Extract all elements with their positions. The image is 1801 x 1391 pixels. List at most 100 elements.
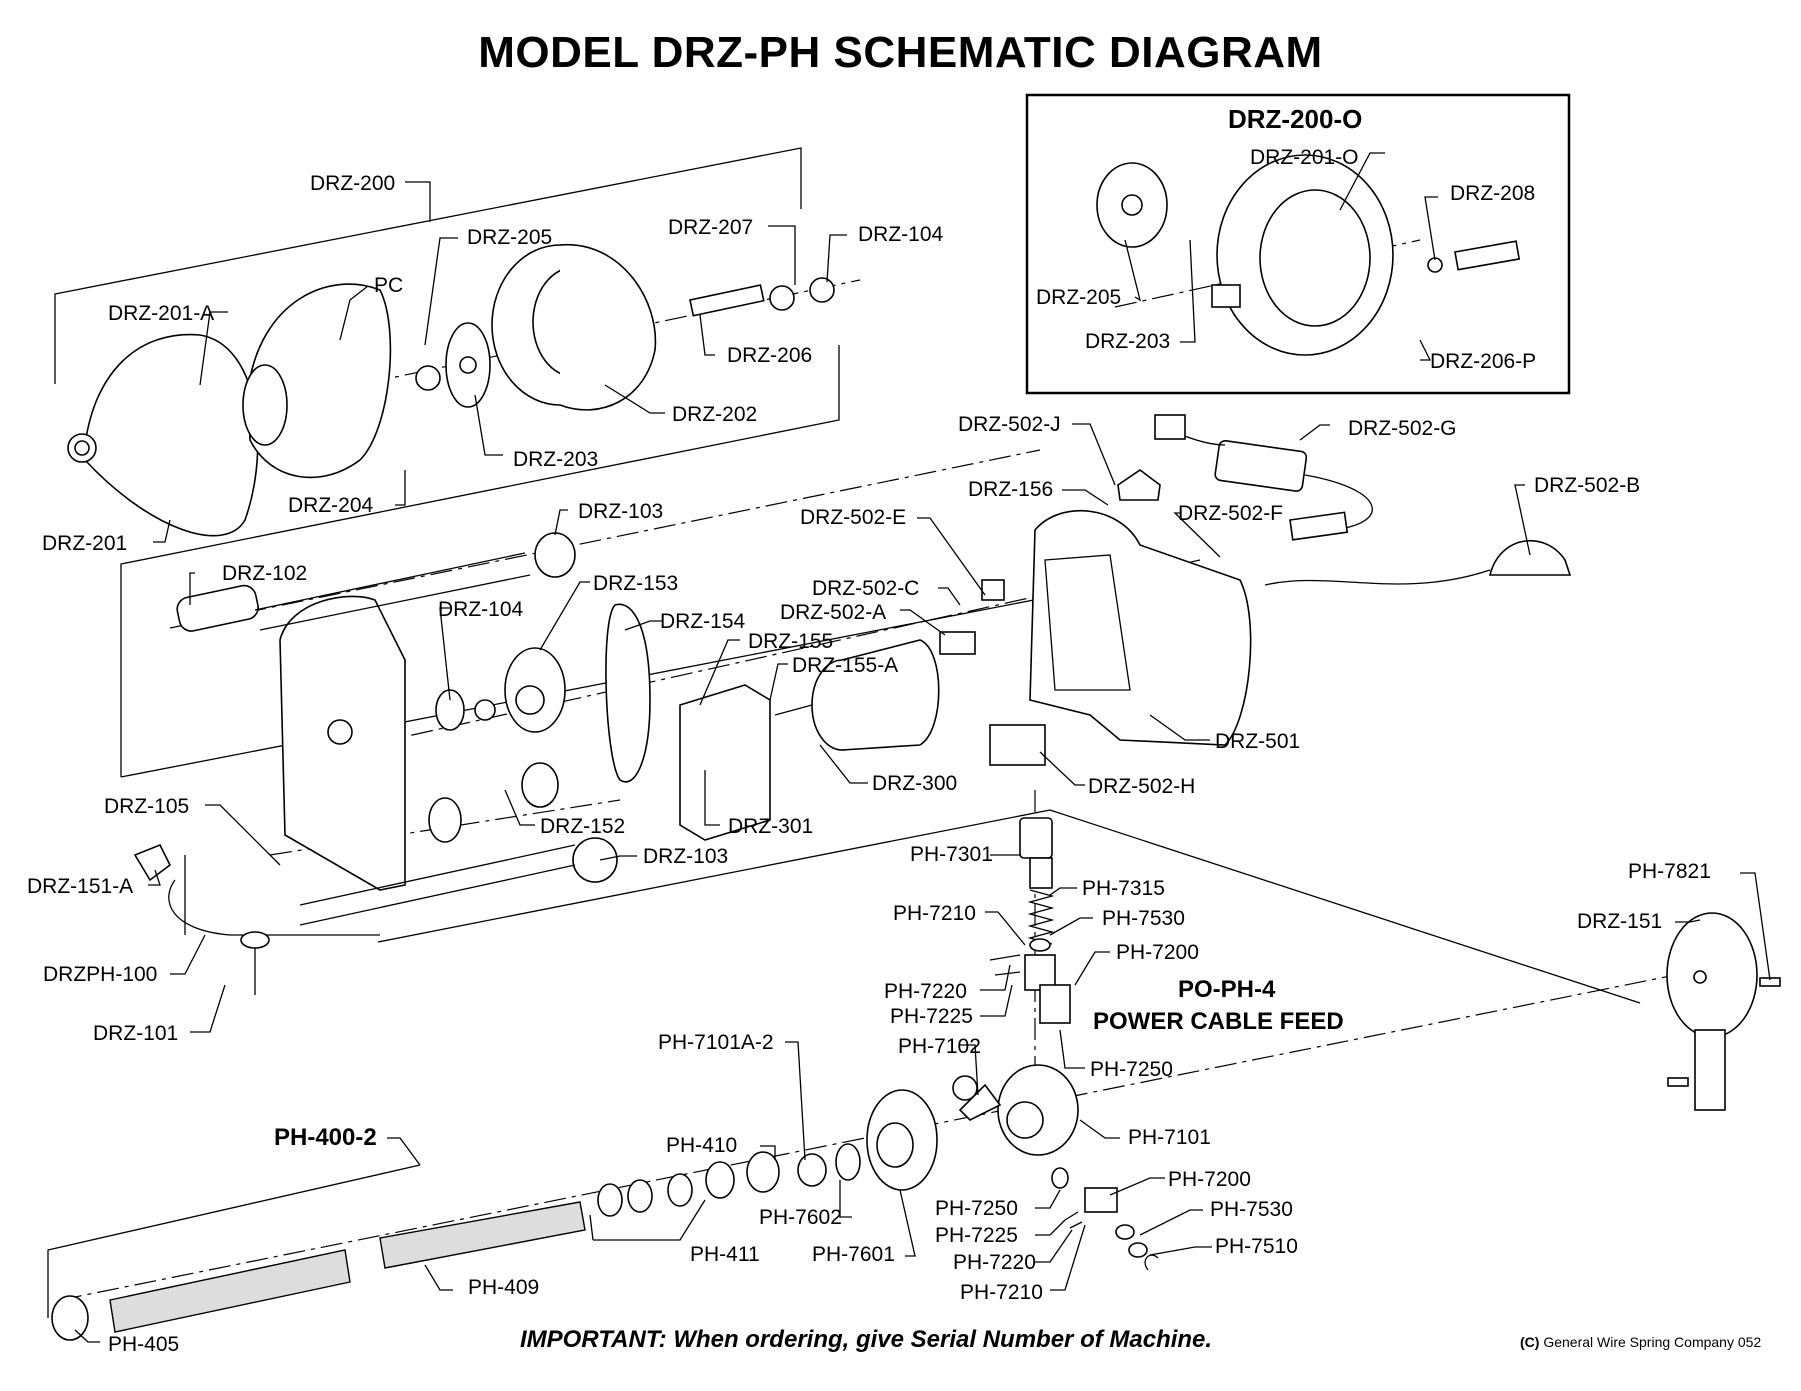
label-drz-203: DRZ-203 bbox=[513, 448, 599, 471]
copyright-text: General Wire Spring Company 052 bbox=[1543, 1334, 1762, 1350]
label-ph-7250-top: PH-7250 bbox=[1090, 1058, 1173, 1081]
label-drz-103-top: DRZ-103 bbox=[578, 500, 664, 523]
label-drz-502-a: DRZ-502-A bbox=[780, 601, 887, 624]
pc-cover bbox=[247, 283, 392, 479]
label-drz-102: DRZ-102 bbox=[222, 562, 308, 585]
drz-202-rim bbox=[559, 244, 657, 411]
label-drz-201-a: DRZ-201-A bbox=[108, 302, 215, 325]
label-ph-7601: PH-7601 bbox=[812, 1243, 895, 1266]
feed-title-2: POWER CABLE FEED bbox=[1093, 1008, 1344, 1035]
drz-102-handle bbox=[176, 584, 259, 632]
drz-300-motor-body bbox=[841, 639, 940, 751]
drz-502-a bbox=[939, 631, 976, 655]
drzph-100-frame bbox=[168, 879, 380, 936]
label-drz-153: DRZ-153 bbox=[593, 572, 679, 595]
label-ph-409: PH-409 bbox=[468, 1276, 540, 1299]
drz-103-cap-lower bbox=[572, 837, 618, 883]
label-ph-7225-lower: PH-7225 bbox=[935, 1224, 1018, 1247]
ph-7315-spring bbox=[1027, 889, 1055, 945]
ph-410-collar bbox=[746, 1151, 780, 1193]
inset-title: DRZ-200-O bbox=[1228, 104, 1363, 134]
drz-206-shaft bbox=[689, 284, 765, 317]
label-ph-7510: PH-7510 bbox=[1215, 1235, 1298, 1258]
inset-box bbox=[1025, 93, 1571, 395]
label-inset-drz-205: DRZ-205 bbox=[1036, 286, 1122, 309]
drz-200-o-hub bbox=[1211, 284, 1241, 308]
label-drz-502-j: DRZ-502-J bbox=[958, 413, 1061, 436]
label-drz-300: DRZ-300 bbox=[872, 772, 958, 795]
drz-104-bushing bbox=[809, 277, 835, 303]
ph-7530-lower bbox=[1115, 1224, 1135, 1240]
label-drz-206-p: DRZ-206-P bbox=[1430, 350, 1537, 373]
label-pc: PC bbox=[374, 274, 404, 297]
copyright-notice: (C) General Wire Spring Company 052 bbox=[1520, 1334, 1761, 1350]
label-ph-7530-top: PH-7530 bbox=[1102, 907, 1185, 930]
ph-7602-ring bbox=[835, 1143, 861, 1181]
label-drz-151-a: DRZ-151-A bbox=[27, 875, 134, 898]
leader-lines bbox=[74, 152, 1771, 1343]
drz-208-washer bbox=[1427, 257, 1443, 273]
label-drz-105: DRZ-105 bbox=[104, 795, 190, 818]
label-ph-7225-top: PH-7225 bbox=[890, 1005, 973, 1028]
page-title: MODEL DRZ-PH SCHEMATIC DIAGRAM bbox=[478, 28, 1323, 77]
label-ph-7210-lower: PH-7210 bbox=[960, 1281, 1043, 1304]
drz-151-plate bbox=[1666, 912, 1758, 1038]
label-ph-7821: PH-7821 bbox=[1628, 860, 1711, 883]
label-ph-7315: PH-7315 bbox=[1082, 877, 1165, 900]
label-ph-7220-top: PH-7220 bbox=[884, 980, 967, 1003]
drz-103-cap bbox=[534, 532, 576, 578]
drz-151-handle bbox=[1694, 1029, 1726, 1111]
drz-502-g-plug bbox=[1154, 414, 1186, 440]
ph-7821-bolt-2 bbox=[1667, 1077, 1689, 1087]
label-drz-501: DRZ-501 bbox=[1215, 730, 1301, 753]
label-drzph-100: DRZPH-100 bbox=[43, 963, 158, 986]
drz-501-housing bbox=[1029, 509, 1252, 746]
label-drz-204: DRZ-204 bbox=[288, 494, 374, 517]
label-drz-152: DRZ-152 bbox=[540, 815, 626, 838]
middle-outline bbox=[377, 809, 1641, 1004]
drz-502-b-pedal bbox=[1488, 539, 1572, 576]
label-ph-411: PH-411 bbox=[690, 1243, 760, 1266]
label-drz-202: DRZ-202 bbox=[672, 403, 758, 426]
pc-opening bbox=[242, 364, 288, 446]
ph-7200-lower-block bbox=[1084, 1187, 1118, 1213]
label-drz-154: DRZ-154 bbox=[660, 610, 746, 633]
ph-7250-lower bbox=[1051, 1167, 1069, 1189]
ph-7101a-2 bbox=[797, 1153, 827, 1187]
label-drz-104: DRZ-104 bbox=[858, 223, 944, 246]
label-inset-drz-203: DRZ-203 bbox=[1085, 330, 1171, 353]
ph-7530-washer bbox=[1029, 938, 1051, 952]
label-ph-7200-lower: PH-7200 bbox=[1168, 1168, 1251, 1191]
axis-frame-top bbox=[169, 449, 1041, 629]
label-ph-7530-lower: PH-7530 bbox=[1210, 1198, 1293, 1221]
label-ph-7301: PH-7301 bbox=[910, 843, 993, 866]
feed-title-1: PO-PH-4 bbox=[1178, 976, 1276, 1003]
label-drz-156: DRZ-156 bbox=[968, 478, 1054, 501]
ph-7301-knob bbox=[1019, 817, 1053, 859]
drz-200-o-drum-inner bbox=[1259, 189, 1371, 327]
label-drz-205: DRZ-205 bbox=[467, 226, 553, 249]
label-ph-7200-top: PH-7200 bbox=[1116, 941, 1199, 964]
ph-409-spring-guide bbox=[379, 1201, 586, 1269]
drz-205-knob bbox=[415, 365, 441, 391]
drz-207-washer bbox=[769, 285, 795, 311]
drz-152-pulley bbox=[521, 762, 559, 808]
drz-206-p-shaft bbox=[1454, 240, 1521, 271]
label-drz-103-lower: DRZ-103 bbox=[643, 845, 729, 868]
label-drz-301: DRZ-301 bbox=[728, 815, 814, 838]
drz-104-bushing-frame bbox=[435, 689, 465, 731]
label-drz-151: DRZ-151 bbox=[1577, 910, 1663, 933]
ph-7102-lever bbox=[958, 1083, 1002, 1121]
label-drz-200: DRZ-200 bbox=[310, 172, 396, 195]
label-drz-201-o: DRZ-201-O bbox=[1250, 146, 1359, 169]
label-ph-7220-lower: PH-7220 bbox=[953, 1251, 1036, 1274]
ph-7510-ring bbox=[1144, 1254, 1159, 1271]
drz-151-a-knob bbox=[133, 843, 172, 882]
label-ph-7101a-2: PH-7101A-2 bbox=[658, 1031, 774, 1054]
label-drz-502-f: DRZ-502-F bbox=[1178, 502, 1284, 525]
label-drz-502-b: DRZ-502-B bbox=[1534, 474, 1641, 497]
label-drz-207: DRZ-207 bbox=[668, 216, 754, 239]
label-drz-502-g: DRZ-502-G bbox=[1348, 417, 1457, 440]
